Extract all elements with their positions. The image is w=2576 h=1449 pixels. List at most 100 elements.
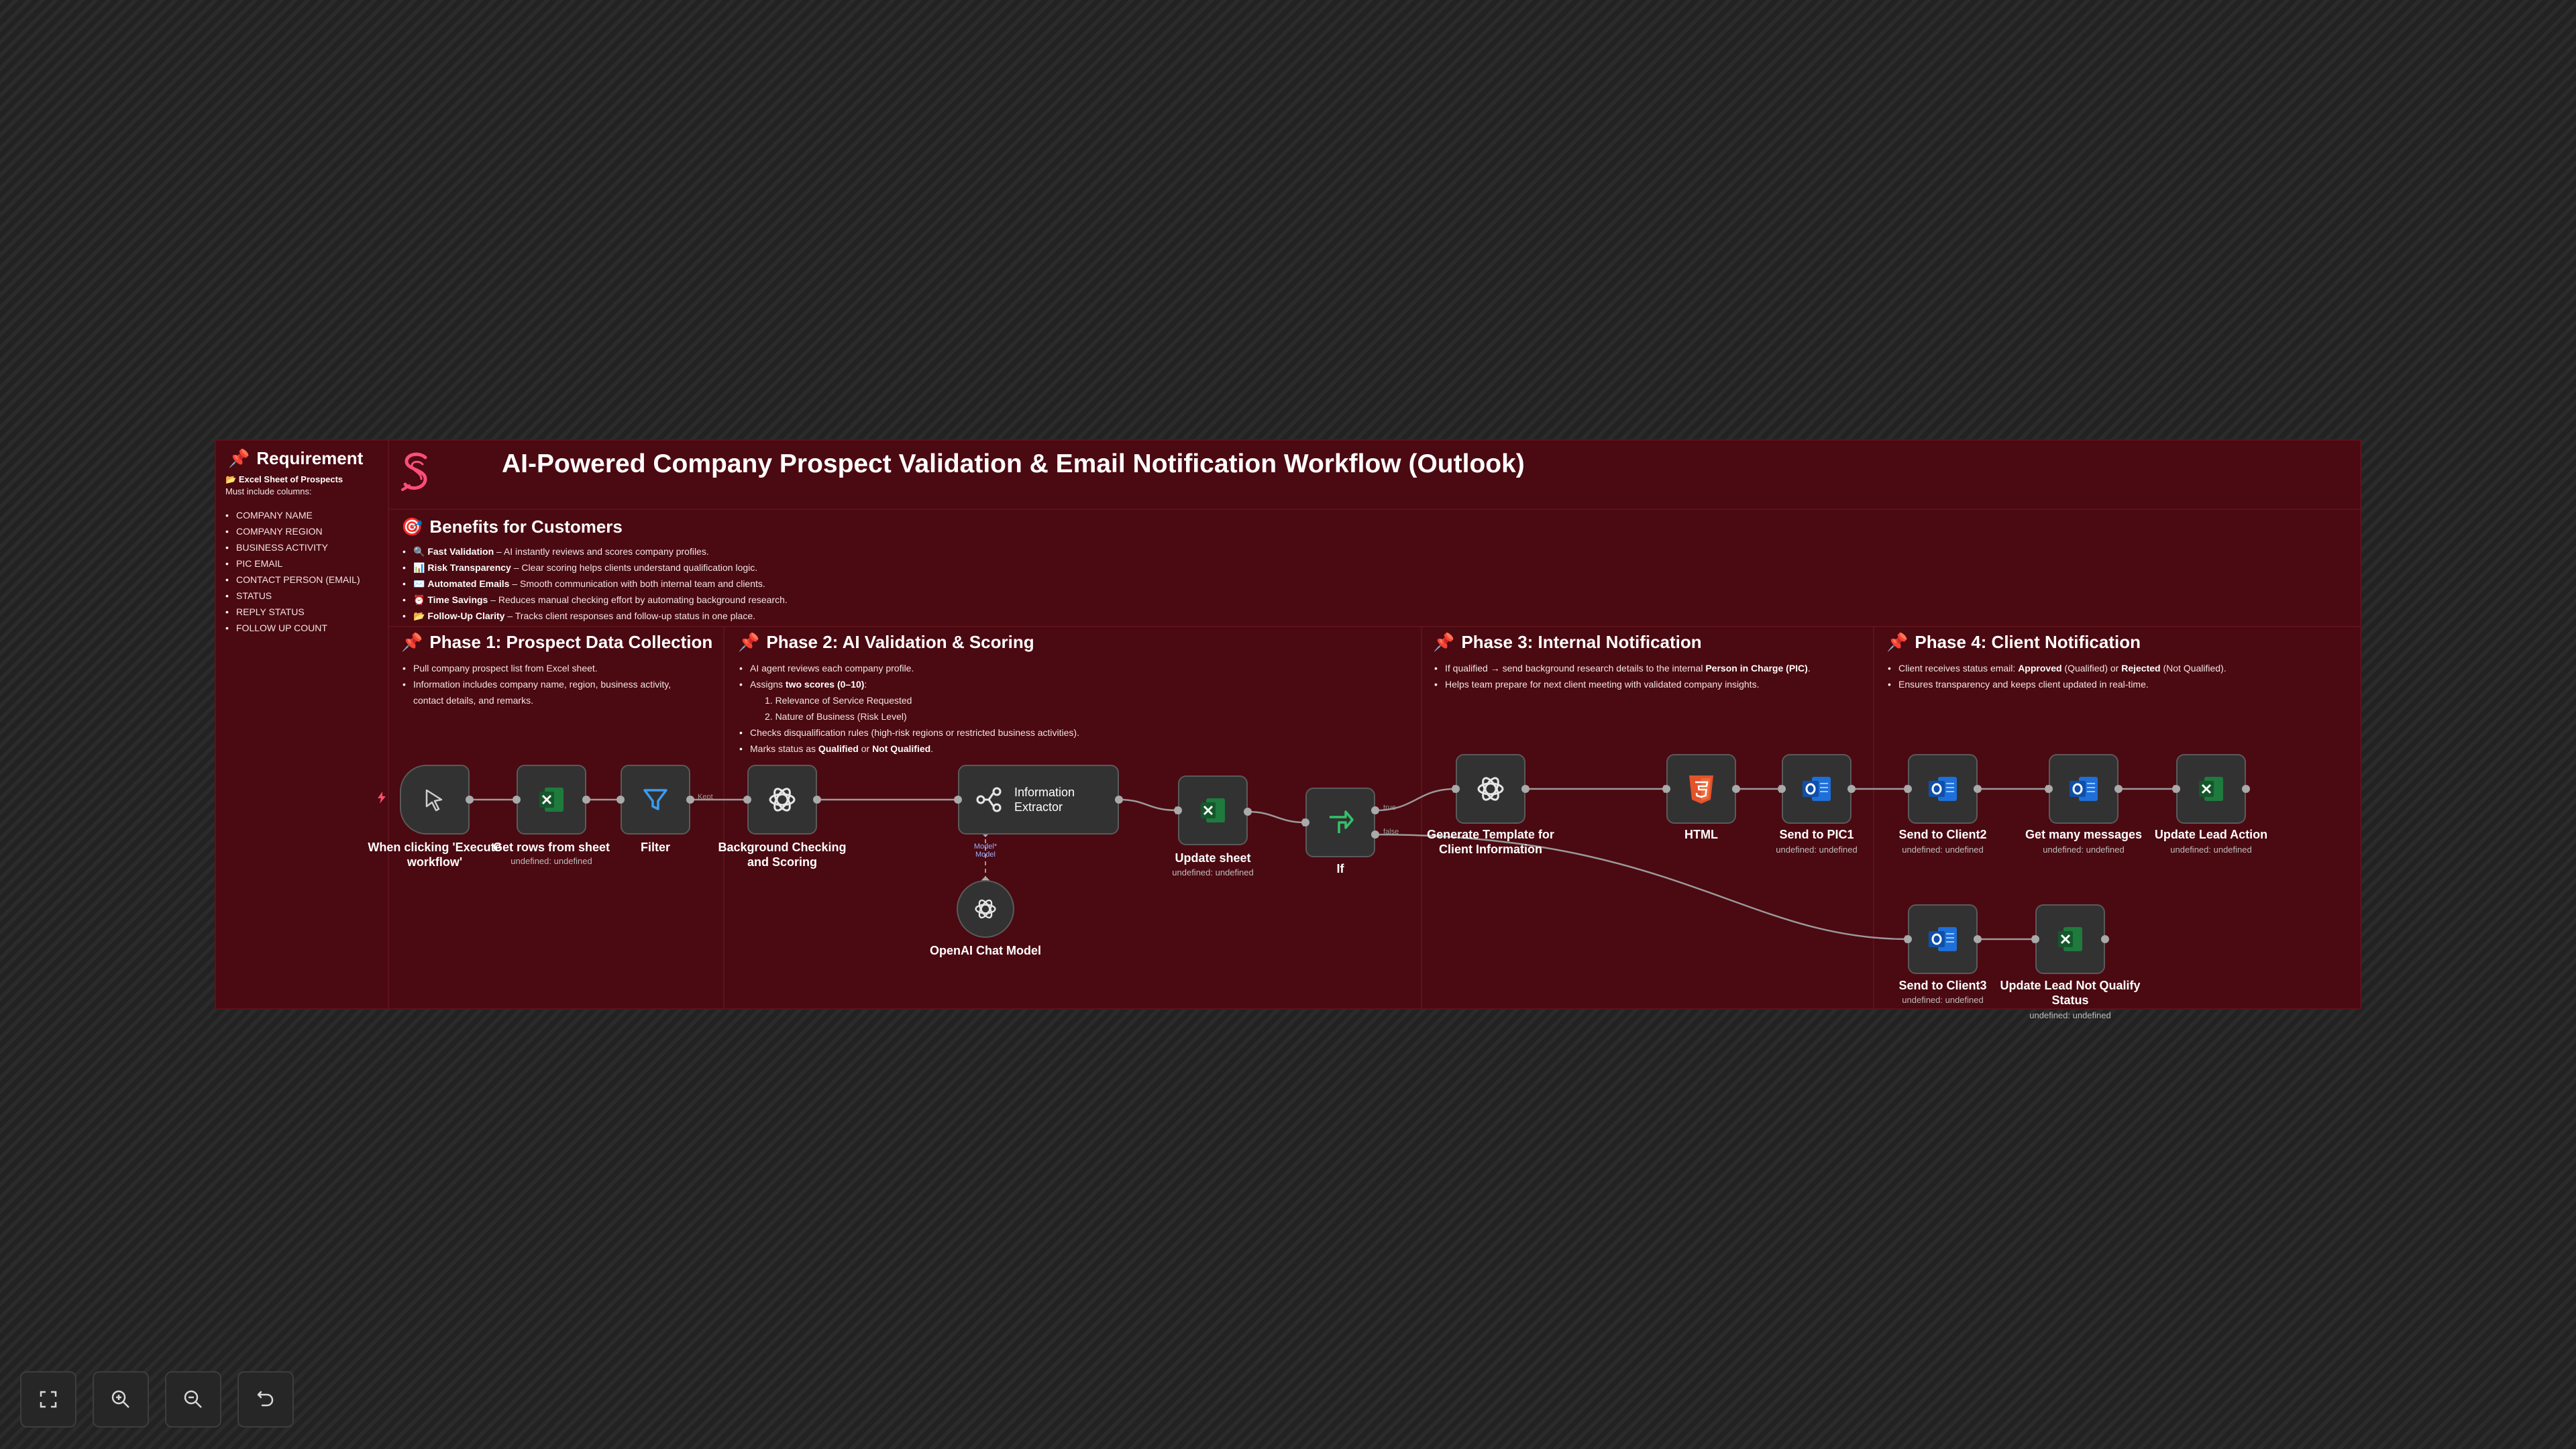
zoom-out-button[interactable] [165,1371,221,1428]
send-to-pic1-node[interactable] [1782,754,1851,824]
if-node[interactable] [1305,788,1375,857]
output-port[interactable] [1521,785,1529,793]
output-port[interactable] [813,796,821,804]
filter-label: Filter [640,841,671,854]
openai-chat-model-node[interactable] [957,880,1014,938]
zoom-in-button[interactable] [93,1371,149,1428]
list-item: contact details, and remarks. [413,695,533,706]
background-check-node[interactable] [747,765,817,835]
input-port[interactable] [616,796,625,804]
background-check-label-line2: and Scoring [747,855,817,869]
filter-node[interactable] [621,765,690,835]
send-to-pic1-label: Send to PIC1 [1779,828,1854,841]
output-port[interactable] [2242,785,2250,793]
benefits-divider [389,626,2360,627]
input-port[interactable] [1301,818,1309,826]
list-item: Helps team prepare for next client meeti… [1433,676,1811,692]
zoom-out-icon [184,1390,202,1408]
s-logo-icon [401,452,427,491]
folder-icon: 📂 [225,474,237,484]
output-port[interactable] [1115,796,1123,804]
pushpin-icon: 📌 [738,632,760,652]
html-node[interactable] [1666,754,1736,824]
reset-zoom-button[interactable] [237,1371,294,1428]
input-port[interactable] [1904,935,1912,943]
get-many-messages-node[interactable] [2049,754,2118,824]
list-item: Client receives status email: Approved (… [1886,660,2226,676]
list-item: PIC EMAIL [224,555,360,572]
send-to-client3-sublabel: undefined: undefined [1902,995,1984,1005]
input-port[interactable] [954,796,962,804]
output-port[interactable] [2101,935,2109,943]
input-port[interactable] [2031,935,2039,943]
input-port[interactable] [2045,785,2053,793]
output-port[interactable] [1974,785,1982,793]
lightning-icon [378,792,386,804]
requirement-columns: COMPANY NAME COMPANY REGION BUSINESS ACT… [224,507,360,636]
generate-template-label: Generate Template for Client Information [1427,828,1554,856]
output-port[interactable] [2114,785,2123,793]
background-check-label: Background Checking and Scoring [718,840,846,869]
input-port[interactable] [1662,785,1670,793]
get-many-messages-label: Get many messages [2025,828,2143,841]
list-item: CONTACT PERSON (EMAIL) [224,572,360,588]
get-rows-node[interactable] [517,765,586,835]
generate-template-node[interactable] [1456,754,1525,824]
requirement-sheet-label: 📂 Excel Sheet of Prospects [225,474,343,484]
input-port[interactable] [1174,806,1182,814]
undo-icon [257,1391,274,1407]
update-lead-not-qualify-node[interactable] [2035,904,2105,974]
phase2-title: 📌Phase 2: AI Validation & Scoring [738,632,1034,652]
send-to-client2-label: Send to Client2 [1898,828,1987,841]
trigger-node[interactable] [400,765,470,835]
send-to-client2-sublabel: undefined: undefined [1902,845,1984,855]
list-item: REPLY STATUS [224,604,360,620]
wire-if-false-client3 [1375,833,1909,941]
output-port[interactable] [1847,785,1856,793]
phase2-bullets: AI agent reviews each company profile. A… [738,660,1079,757]
input-port[interactable] [1452,785,1460,793]
benefits-title: 🎯Benefits for Customers [401,517,623,537]
output-port[interactable] [466,796,474,804]
update-lead-action-label: Update Lead Action [2154,828,2268,841]
list-item: Ensures transparency and keeps client up… [1886,676,2226,692]
input-port[interactable] [513,796,521,804]
page-title: AI-Powered Company Prospect Validation &… [502,449,1525,478]
requirement-divider [388,441,389,1008]
openai-icon [769,788,796,812]
update-lead-action-node[interactable] [2176,754,2246,824]
information-extractor-node[interactable]: Information Extractor [958,765,1119,835]
output-port[interactable] [1974,935,1982,943]
pushpin-icon: 📌 [401,632,423,652]
false-output-port[interactable] [1371,830,1379,839]
output-port[interactable] [686,796,694,804]
input-port[interactable] [1778,785,1786,793]
list-item: ⏰ Time Savings – Reduces manual checking… [401,592,788,608]
phase1-divider [723,627,724,1008]
list-item: COMPANY NAME [224,507,360,523]
target-icon: 🎯 [401,517,423,537]
phase2-divider [1421,627,1422,1008]
phase3-bullets: If qualified → send background research … [1433,660,1811,692]
get-rows-sublabel: undefined: undefined [511,856,592,866]
send-to-client3-node[interactable] [1908,904,1978,974]
filter-kept-label: Kept [698,793,713,801]
update-sheet-node[interactable] [1178,775,1248,845]
phase3-title: 📌Phase 3: Internal Notification [1433,632,1702,652]
input-port[interactable] [743,796,751,804]
send-to-client2-node[interactable] [1908,754,1978,824]
openai-icon [1477,777,1504,801]
true-output-port[interactable] [1371,806,1379,814]
if-false-label: false [1383,828,1399,836]
fit-view-button[interactable] [20,1371,76,1428]
input-port[interactable] [1904,785,1912,793]
update-lead-not-qualify-sublabel: undefined: undefined [2029,1010,2111,1020]
output-port[interactable] [582,796,590,804]
if-label: If [1336,862,1344,875]
output-port[interactable] [1244,808,1252,816]
output-port[interactable] [1732,785,1740,793]
input-port[interactable] [2172,785,2180,793]
excel-icon [539,788,564,812]
fit-view-icon [40,1391,57,1408]
